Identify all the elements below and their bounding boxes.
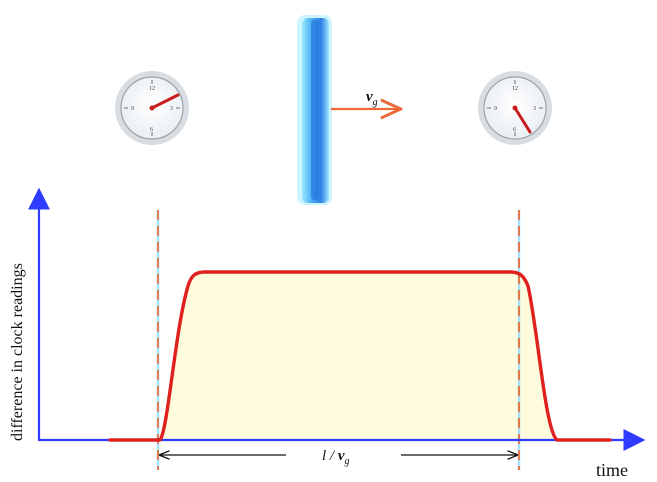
- svg-text:6: 6: [150, 127, 153, 133]
- svg-text:12: 12: [512, 86, 518, 92]
- svg-text:12: 12: [149, 86, 155, 92]
- pulse-fill: [160, 272, 557, 440]
- svg-text:9: 9: [131, 106, 134, 112]
- time-span-label: l / vg: [322, 448, 350, 467]
- svg-text:6: 6: [513, 127, 516, 133]
- y-axis-label: difference in clock readings: [9, 263, 26, 441]
- svg-text:3: 3: [170, 106, 173, 112]
- clock-icon: 12 3 6 9: [115, 71, 189, 145]
- svg-text:9: 9: [494, 106, 497, 112]
- velocity-label: vg: [366, 89, 378, 108]
- svg-text:3: 3: [533, 106, 536, 112]
- x-axis-label: time: [596, 460, 628, 480]
- clock-icon: 12 3 6 9: [478, 71, 552, 145]
- clock-difference-curve: [108, 270, 612, 442]
- wave-front-icon: [297, 15, 332, 205]
